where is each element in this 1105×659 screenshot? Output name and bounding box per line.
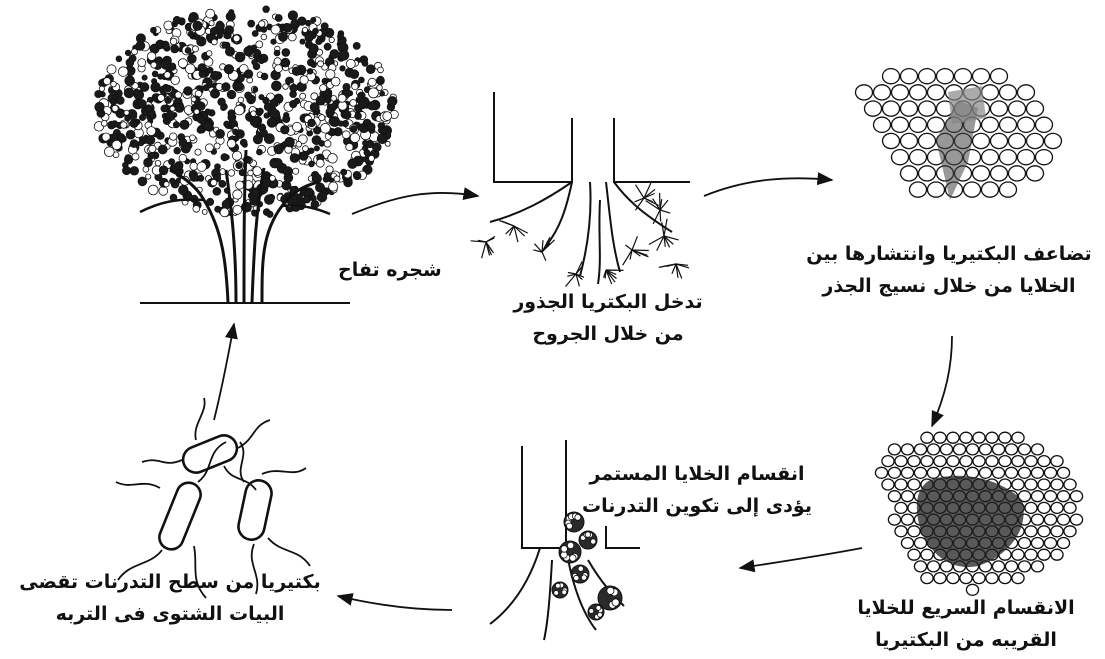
roots-illustration bbox=[471, 92, 690, 287]
label-rapid-division: الانقسام السريع للخلايا القريبه من البكت… bbox=[846, 592, 1086, 656]
label-apple-tree: شجره تفاح bbox=[338, 254, 442, 286]
arrow-galls-to-bacteria bbox=[338, 596, 452, 610]
arrow-spread-to-division bbox=[932, 336, 952, 426]
root-tissue-bacteria-spread bbox=[856, 69, 1062, 200]
label-gall-formation: انقسام الخلايا المستمر يؤدى إلى تكوين ال… bbox=[574, 458, 820, 522]
arrow-division-to-galls bbox=[740, 548, 862, 568]
root-tissue-rapid-division bbox=[875, 432, 1082, 595]
arrow-bacteria-to-tree bbox=[214, 324, 234, 420]
label-bacteria-spread: تضاعف البكتيريا وانتشارها بين الخلايا من… bbox=[796, 238, 1102, 302]
label-overwintering: بكتيريا من سطح التدرنات تقضى البيات الشت… bbox=[10, 566, 330, 630]
label-root-entry: تدخل البكتريا الجذور من خلال الجروح bbox=[488, 286, 728, 350]
arrow-tree-to-roots bbox=[352, 193, 478, 214]
arrow-roots-to-spread bbox=[704, 178, 832, 196]
